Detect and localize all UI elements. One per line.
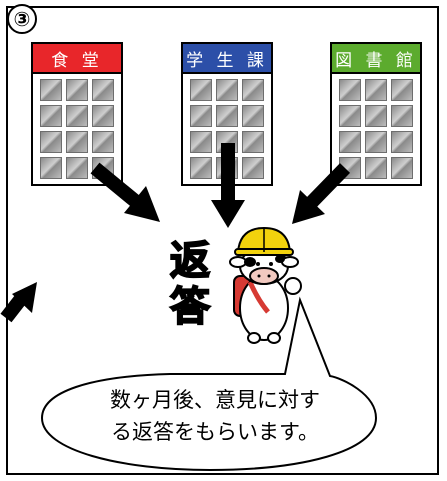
speech-bubble-line: る返答をもらいます。: [111, 420, 319, 444]
window: [242, 131, 264, 153]
window: [190, 131, 212, 153]
arrow-from-student-affairs: [211, 143, 245, 228]
reply-label: 返 答: [168, 237, 212, 331]
reply-label-char: 答: [169, 283, 211, 331]
window: [92, 105, 114, 127]
window: [40, 105, 62, 127]
window: [40, 79, 62, 101]
window: [391, 79, 413, 101]
window: [391, 157, 413, 179]
window: [365, 79, 387, 101]
speech-bubble-text: 数ヶ月後、意見に対す る返答をもらいます。: [60, 384, 370, 448]
window: [92, 79, 114, 101]
reply-label-char: 返: [169, 237, 211, 285]
panel-frame: [6, 6, 439, 475]
arrow-from-left-edge: [0, 282, 37, 323]
window: [339, 131, 361, 153]
window: [391, 105, 413, 127]
building-library: 図 書 館: [330, 42, 422, 186]
window: [365, 105, 387, 127]
window: [190, 79, 212, 101]
window: [242, 157, 264, 179]
arrow-from-cafeteria: [90, 162, 160, 222]
window: [66, 131, 88, 153]
window: [391, 131, 413, 153]
window: [40, 157, 62, 179]
window: [365, 157, 387, 179]
step-number-badge: ③: [7, 4, 37, 34]
window: [339, 79, 361, 101]
building-sign-student-affairs: 学 生 課: [183, 44, 271, 74]
building-windows: [33, 74, 121, 184]
window: [66, 105, 88, 127]
speech-bubble-line: 数ヶ月後、意見に対す: [110, 388, 320, 412]
building-sign-library: 図 書 館: [332, 44, 420, 74]
window: [216, 105, 238, 127]
window: [242, 105, 264, 127]
building-windows: [332, 74, 420, 184]
building-cafeteria: 食 堂: [31, 42, 123, 186]
building-sign-cafeteria: 食 堂: [33, 44, 121, 74]
window: [66, 79, 88, 101]
window: [190, 105, 212, 127]
window: [92, 131, 114, 153]
cow-mascot: [229, 226, 302, 344]
window: [365, 131, 387, 153]
window: [242, 79, 264, 101]
speech-bubble: [40, 296, 378, 472]
window: [339, 105, 361, 127]
window: [66, 157, 88, 179]
arrow-from-library: [292, 163, 351, 224]
window: [216, 79, 238, 101]
window: [40, 131, 62, 153]
window: [190, 157, 212, 179]
